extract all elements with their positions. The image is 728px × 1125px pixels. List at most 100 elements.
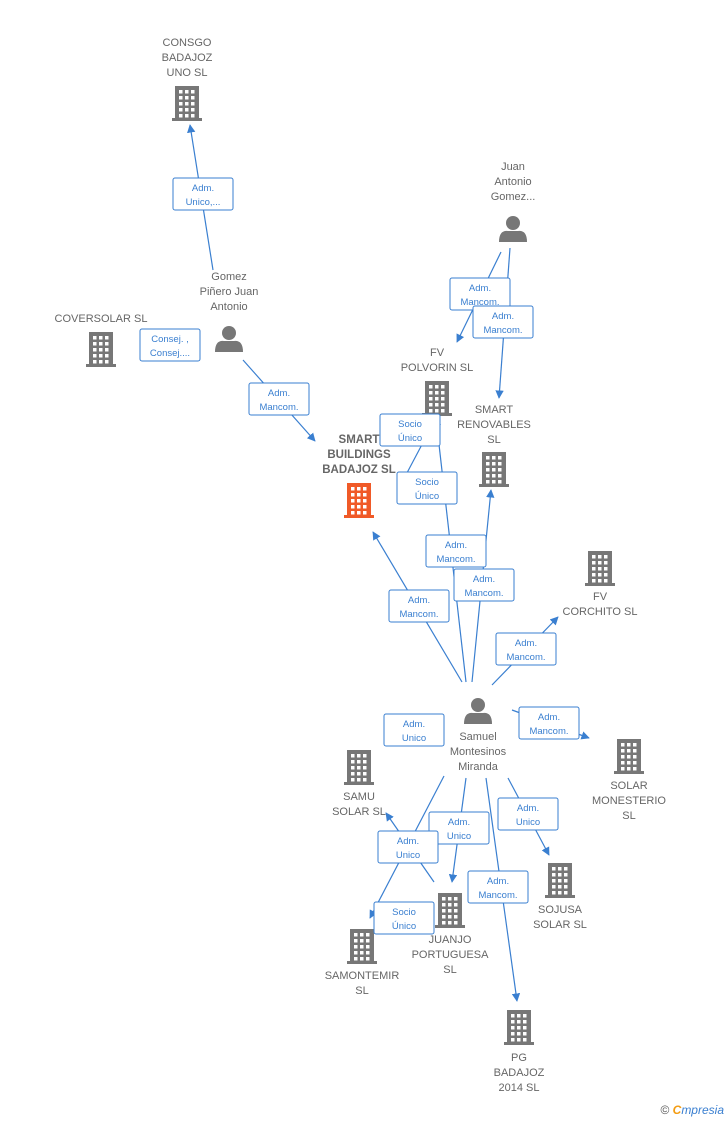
edge-label-line: Consej. , [151, 334, 189, 345]
company-building-icon[interactable] [479, 452, 509, 487]
edge-role-label[interactable]: Adm.Mancom. [449, 277, 511, 311]
edge-role-label[interactable]: Consej. ,Consej.... [139, 328, 201, 362]
company-building-icon[interactable] [585, 551, 615, 586]
edge-label-line: Unico [402, 733, 426, 744]
company-building-icon[interactable] [86, 332, 116, 367]
edge-label-line: Unico [447, 831, 471, 842]
edge-role-label[interactable]: Adm.Mancom. [425, 534, 487, 568]
edge-role-label[interactable]: Adm.Unico [428, 811, 490, 845]
node-label-line: FV [593, 591, 608, 603]
edge-label-line: Único [392, 921, 416, 932]
brand-logo-initial[interactable]: C [672, 1103, 682, 1117]
focus-company-icon[interactable] [344, 483, 374, 518]
company-building-icon[interactable] [504, 1010, 534, 1045]
edge-label-line: Adm. [487, 876, 509, 887]
node-label-line: Juan [501, 161, 525, 173]
edge-label-box [497, 797, 559, 831]
edge-role-label[interactable]: Adm.Unico,... [172, 177, 234, 211]
edge-label-box [373, 901, 435, 935]
edge-role-label[interactable]: Adm.Unico [377, 830, 439, 864]
company-building-icon[interactable] [172, 86, 202, 121]
brand-logo-name[interactable]: mpresia [681, 1103, 724, 1117]
node-label-line: SL [487, 434, 500, 446]
node-label-line: BADAJOZ [494, 1067, 545, 1079]
node-label-line: SAMU [343, 791, 375, 803]
node-coversolar[interactable]: COVERSOLAR SL [55, 313, 148, 367]
company-building-icon[interactable] [614, 739, 644, 774]
node-label[interactable]: COVERSOLAR SL [55, 313, 148, 325]
edge-role-label[interactable]: Adm.Unico [497, 797, 559, 831]
node-label-line: Antonio [494, 176, 531, 188]
person-icon[interactable] [464, 698, 492, 724]
company-building-icon[interactable] [347, 929, 377, 964]
edge-role-label[interactable]: Adm.Mancom. [467, 870, 529, 904]
node-label-line: COVERSOLAR SL [55, 313, 148, 325]
edge-label-box [428, 811, 490, 845]
edge-label-line: Socio [398, 419, 422, 430]
edge-label-line: Adm. [268, 388, 290, 399]
edge-label-box [172, 177, 234, 211]
edge-label-line: Mancom. [529, 726, 568, 737]
node-label-line: Montesinos [450, 746, 507, 758]
edge-label-line: Adm. [517, 803, 539, 814]
person-icon[interactable] [215, 326, 243, 352]
edge-role-label[interactable]: Adm.Mancom. [453, 568, 515, 602]
node-label-line: BADAJOZ SL [322, 464, 395, 476]
node-label-line: SOLAR [610, 780, 647, 792]
edge-role-label[interactable]: Adm.Mancom. [495, 632, 557, 666]
edge-label-line: Adm. [408, 595, 430, 606]
company-building-icon[interactable] [545, 863, 575, 898]
node-label-line: Gomez [211, 271, 246, 283]
node-label-line: SL [622, 810, 635, 822]
edge-label-box [379, 413, 441, 447]
node-label-line: RENOVABLES [457, 419, 531, 431]
edge-label-line: Adm. [445, 540, 467, 551]
edge-role-label[interactable]: Adm.Mancom. [472, 305, 534, 339]
node-label-line: PORTUGUESA [412, 949, 489, 961]
company-building-icon[interactable] [435, 893, 465, 928]
edge-label-line: Mancom. [483, 325, 522, 336]
edge-label-line: Único [398, 433, 422, 444]
edge-role-label[interactable]: Adm.Unico [383, 713, 445, 747]
person-icon[interactable] [499, 216, 527, 242]
company-building-icon[interactable] [422, 381, 452, 416]
edge-role-label[interactable]: Adm.Mancom. [388, 589, 450, 623]
edge-role-label[interactable]: Adm.Mancom. [518, 706, 580, 740]
edge-role-label[interactable]: Adm.Mancom. [248, 382, 310, 416]
node-label-line: SL [355, 985, 368, 997]
node-label-line: JUANJO [429, 934, 472, 946]
edge-label-box [518, 706, 580, 740]
company-building-icon[interactable] [344, 750, 374, 785]
